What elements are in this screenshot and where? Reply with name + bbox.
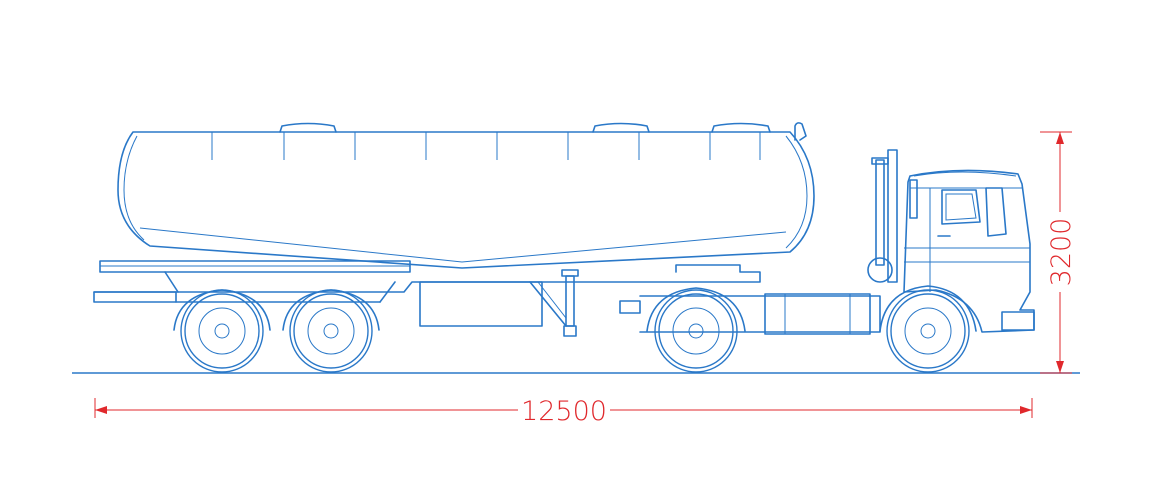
- steer-wheel: [879, 285, 977, 373]
- drive-wheel: [646, 287, 746, 373]
- tractor-unit: [619, 149, 1035, 373]
- length-dimension: 12500: [94, 396, 1033, 427]
- exhaust-stack: [867, 149, 898, 283]
- tractor-cab: [903, 169, 1035, 333]
- landing-gear: [529, 269, 579, 337]
- manhole-covers: [279, 122, 771, 133]
- length-label: 12500: [521, 396, 607, 427]
- semi-trailer: [93, 122, 815, 373]
- trailer-frame: [93, 260, 761, 303]
- height-dimension: 3200: [1040, 131, 1077, 374]
- bulk-tank: [117, 131, 815, 269]
- height-label: 3200: [1046, 218, 1077, 287]
- tractor-chassis: [619, 293, 881, 335]
- trailer-wheel-1: [173, 289, 271, 373]
- tool-box: [419, 281, 543, 327]
- trailer-wheel-2: [282, 289, 380, 373]
- vent-pipe: [794, 122, 807, 141]
